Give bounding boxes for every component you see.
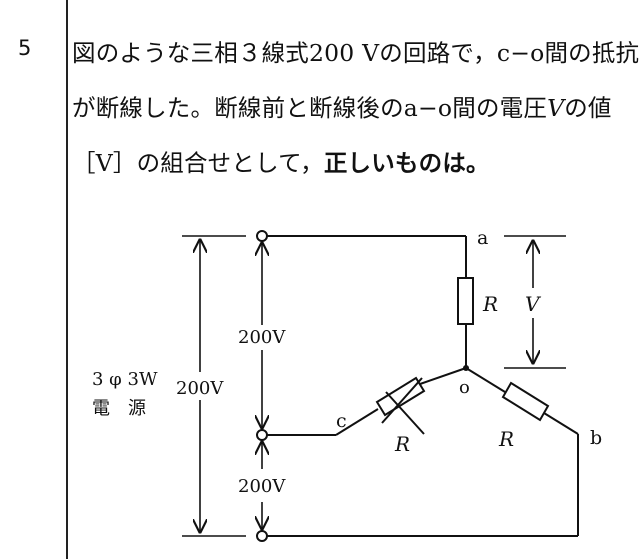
label-r-ao: R (482, 292, 498, 316)
question-text-part2: の値［V］の組合せとして， (72, 94, 612, 177)
label-source-line2: 電 源 (92, 398, 146, 419)
wire-c-rc (335, 408, 379, 436)
label-r-oc: R (394, 432, 410, 456)
label-outer-voltage: 200V (176, 378, 224, 399)
label-b: b (590, 427, 602, 449)
neutral-node (463, 365, 469, 371)
break-mark-2 (385, 391, 425, 435)
question-number: 5 (18, 36, 32, 60)
terminal-top (256, 230, 268, 242)
label-o: o (459, 377, 470, 398)
resistor-ao (457, 277, 474, 325)
terminal-bottom (256, 530, 268, 542)
label-ac-voltage: 200V (238, 327, 286, 348)
wire-rc-o (419, 367, 467, 385)
wire-o-rb (465, 367, 506, 393)
label-c: c (336, 410, 347, 432)
question-text-part1: 図のような三相３線式200 Vの回路で，c−o間の抵抗が断線した。断線前と断線後… (72, 39, 640, 122)
question-text-bold: 正しいものは。 (323, 149, 490, 177)
label-source-line1: 3 φ 3W (92, 369, 158, 390)
resistor-ob (501, 381, 550, 422)
margin-rule (66, 0, 68, 559)
label-v: V (525, 292, 542, 316)
label-r-ob: R (498, 427, 514, 451)
resistor-oc (375, 376, 426, 417)
terminal-middle (256, 429, 268, 441)
break-mark-1 (381, 377, 423, 424)
question-text: 図のような三相３線式200 Vの回路で，c−o間の抵抗が断線した。断線前と断線後… (72, 26, 640, 191)
label-a: a (477, 227, 488, 249)
wire-rb-b (543, 412, 579, 435)
question-voltage-symbol: V (547, 94, 565, 122)
label-cb-voltage: 200V (238, 476, 286, 497)
